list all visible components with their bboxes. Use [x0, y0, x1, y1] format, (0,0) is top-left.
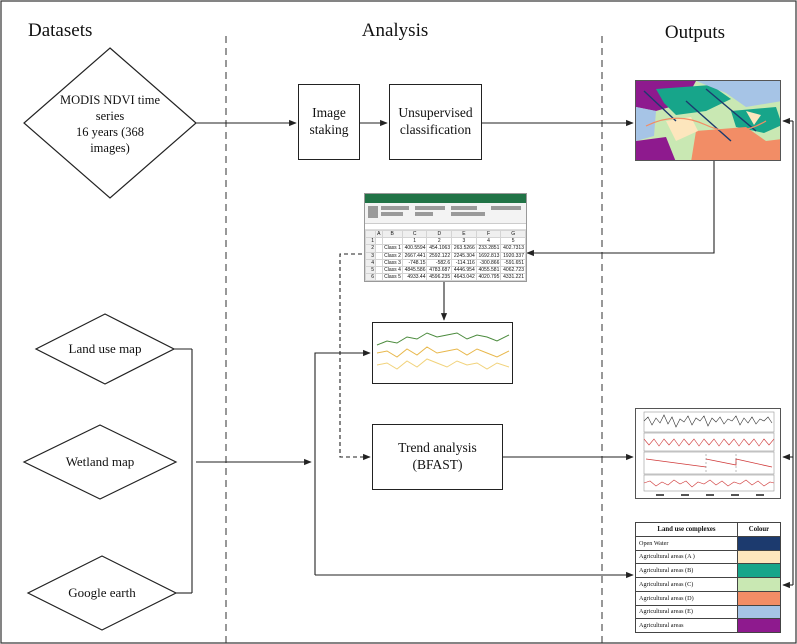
legend-class-name: Agricultural areas (A ): [635, 549, 738, 565]
bfast-output-image: [635, 408, 781, 499]
legend-color-swatch: [737, 535, 781, 551]
legend-row: Agricultural areas: [635, 618, 781, 633]
classified-map-image: [635, 80, 781, 161]
legend-row: Agricultural areas (C): [635, 577, 781, 592]
legend-class-name: Agricultural areas: [635, 618, 738, 633]
header-analysis: Analysis: [361, 20, 429, 41]
legend-class-name: Agricultural areas (C): [635, 577, 738, 592]
spreadsheet-titlebar: [365, 194, 526, 203]
ndvi-profile-image: [372, 322, 513, 384]
diamond-wetland: [22, 424, 178, 500]
arrow-map-to-spreadsheet: [526, 161, 715, 257]
legend-row: Agricultural areas (B): [635, 563, 781, 578]
legend-class-name: Agricultural areas (B): [635, 563, 738, 578]
diamond-land-use: [34, 313, 176, 385]
modis-ndvi-label: MODIS NDVI time series 16 years (368 ima…: [60, 93, 160, 155]
legend-color-swatch: [737, 549, 781, 565]
table-row: 4 Class 3-748.15-582.6-114.116-300.866-5…: [365, 258, 526, 267]
formula-bar: [365, 224, 526, 230]
legend-color-swatch: [737, 604, 781, 620]
arrow-to-profile: [314, 349, 371, 575]
legend-class-name: Open Water: [635, 535, 738, 551]
trend-analysis-box: Trend analysis(BFAST): [372, 424, 503, 490]
land-use-map-label: Land use map: [68, 341, 142, 356]
legend-row: Open Water: [635, 535, 781, 551]
header-outputs: Outputs: [664, 22, 726, 43]
dashed-arrow-spreadsheet-to-trend: [339, 253, 371, 461]
spreadsheet-ribbon: [365, 203, 526, 224]
wetland-map-label: Wetland map: [65, 454, 135, 469]
legend-color-swatch: [737, 577, 781, 592]
diamond-modis: [23, 47, 197, 199]
legend-header-name: Land use complexes: [635, 522, 738, 537]
legend-class-name: Agricultural areas (D): [635, 590, 738, 606]
google-earth-label: Google earth: [68, 585, 136, 600]
header-datasets: Datasets: [28, 20, 93, 41]
diamond-google-earth: [26, 555, 178, 631]
legend-header-colour: Colour: [737, 522, 781, 537]
legend-color-swatch: [737, 563, 781, 578]
legend-color-swatch: [737, 590, 781, 606]
legend-row: Agricultural areas (D): [635, 590, 781, 606]
legend-row: Agricultural areas (A ): [635, 549, 781, 565]
legend-row: Agricultural areas (E): [635, 604, 781, 620]
legend-class-name: Agricultural areas (E): [635, 604, 738, 620]
legend-color-swatch: [737, 618, 781, 633]
